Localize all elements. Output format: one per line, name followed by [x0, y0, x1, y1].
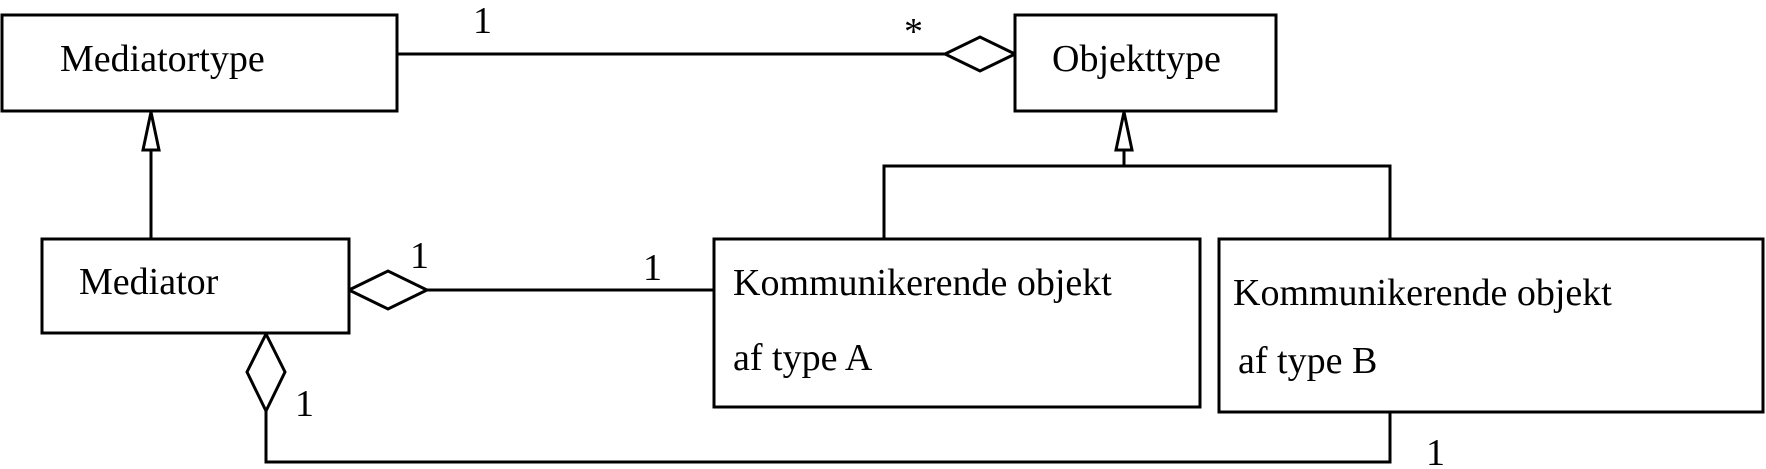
multiplicity-objekt-a-end: 1	[643, 247, 662, 289]
generalization-arrowhead-mediatortype	[141, 111, 161, 152]
aggregation-diamond-mediator-a	[345, 269, 431, 311]
class-mediator-box	[40, 237, 351, 335]
class-objekt-b-name-line2: af type B	[1238, 340, 1377, 382]
class-mediatortype-name: Mediatortype	[60, 38, 265, 80]
aggregation-diamond-objekttype	[941, 35, 1019, 73]
multiplicity-mediatortype-end: 1	[473, 0, 492, 42]
class-mediatortype: Mediatortype	[0, 13, 399, 113]
class-mediator-name: Mediator	[79, 261, 219, 303]
class-objekt-a-box	[712, 237, 1202, 409]
class-mediator: Mediator	[40, 237, 351, 335]
class-objekttype-name: Objekttype	[1052, 38, 1221, 80]
class-objekt-b: Kommunikerende objekt af type B	[1217, 237, 1765, 414]
class-objekt-a-name-line1: Kommunikerende objekt	[733, 262, 1112, 304]
class-objekt-b-box	[1217, 237, 1765, 414]
association-mediator-objekt-b	[264, 411, 1392, 464]
class-mediatortype-box	[0, 13, 399, 113]
generalization-arrowhead-objekttype	[1114, 111, 1134, 152]
generalization-tree-objekttype	[882, 164, 1392, 238]
class-objekt-a-name-line2: af type A	[733, 337, 873, 379]
multiplicity-mediator-end-a: 1	[410, 235, 429, 277]
class-objekttype: Objekttype	[1013, 13, 1278, 113]
class-objekt-a: Kommunikerende objekt af type A	[712, 237, 1202, 409]
multiplicity-objekt-b-end: 1	[1426, 432, 1445, 469]
aggregation-diamond-mediator-b	[245, 330, 287, 415]
multiplicity-mediator-end-b: 1	[295, 383, 314, 425]
class-objekt-b-name-line1: Kommunikerende objekt	[1233, 272, 1612, 314]
multiplicity-objekttype-end: *	[904, 11, 923, 53]
class-objekttype-box	[1013, 13, 1278, 113]
